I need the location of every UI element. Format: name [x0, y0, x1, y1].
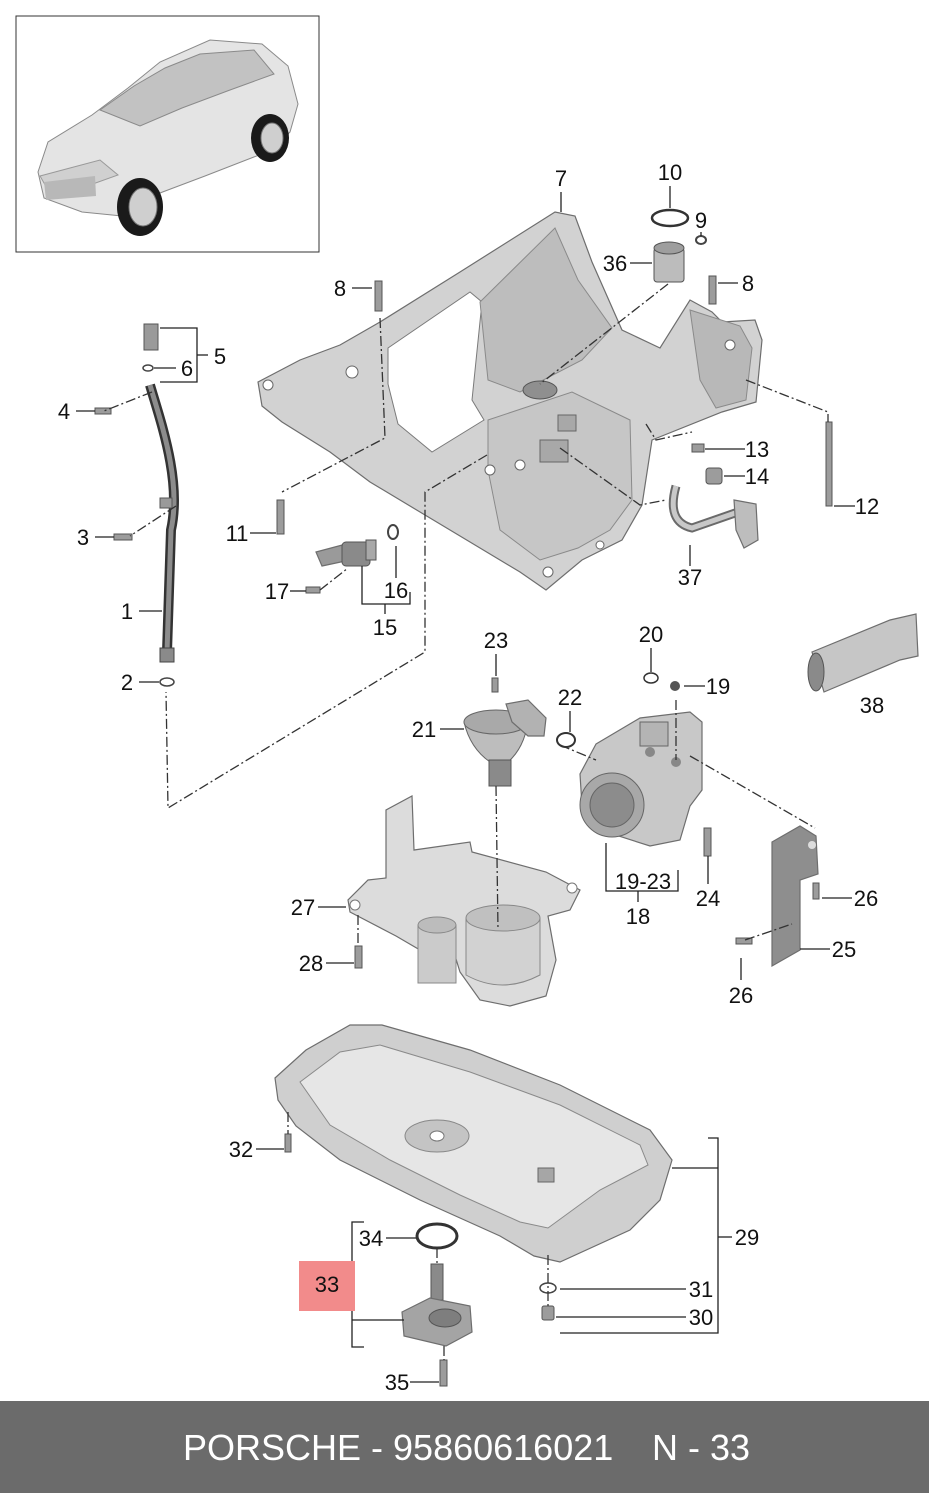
callout-22: 22 [558, 685, 582, 710]
part-seal-9 [695, 235, 707, 245]
callout-37: 37 [678, 565, 702, 590]
callout-27: 27 [291, 895, 315, 920]
callout-3: 3 [77, 525, 89, 550]
callout-7: 7 [555, 166, 567, 191]
callout-6: 6 [181, 356, 193, 381]
part-oring-22 [556, 732, 576, 748]
part-oil-strainer-21 [463, 677, 547, 787]
callout-20: 20 [639, 622, 663, 647]
part-number-banner: PORSCHE - 95860616021 N - 33 [0, 1401, 929, 1493]
part-bolt-12 [825, 421, 833, 507]
assembly-lines [103, 283, 829, 1360]
callout-4: 4 [58, 399, 70, 424]
callout-28: 28 [299, 951, 323, 976]
callout-12: 12 [855, 494, 879, 519]
callout-21: 21 [412, 717, 436, 742]
callout-18: 18 [626, 904, 650, 929]
manufacturer-part-number: PORSCHE - 95860616021 [183, 1427, 614, 1468]
callout-15: 15 [373, 615, 397, 640]
part-dipstick-tube [142, 323, 179, 663]
callout-labels: 7 10 9 36 8 8 5 6 4 13 14 12 3 11 37 17 … [58, 160, 884, 1395]
part-bracket-25 [735, 825, 820, 968]
part-sealant-tube-38 [807, 613, 919, 693]
callout-8-left: 8 [334, 276, 346, 301]
callout-38: 38 [860, 693, 884, 718]
part-lower-oil-pan-29 [274, 1024, 673, 1263]
part-oring-10 [650, 208, 690, 228]
callout-13: 13 [745, 437, 769, 462]
part-bolt-3 [113, 533, 133, 541]
vehicle-inset [15, 15, 320, 253]
part-14 [705, 467, 723, 485]
callout-36: 36 [603, 251, 627, 276]
diagram-page-reference: N - 33 [652, 1427, 751, 1468]
callout-5: 5 [214, 344, 226, 369]
part-plug-36 [653, 241, 685, 283]
callout-11: 11 [226, 521, 249, 546]
part-bolt-8-left [374, 280, 383, 312]
part-sensor-17 [305, 539, 377, 594]
callout-33: 33 [315, 1272, 339, 1297]
callout-24: 24 [696, 886, 720, 911]
part-oring-20 [643, 672, 659, 684]
part-oring-34 [415, 1222, 459, 1250]
callout-35: 35 [385, 1370, 409, 1395]
part-bolt-4 [94, 407, 112, 415]
callout-9: 9 [695, 208, 707, 233]
callout-29: 29 [735, 1225, 759, 1250]
part-bolt-11 [276, 499, 285, 535]
callout-highlight [299, 1261, 355, 1311]
callout-23: 23 [484, 628, 508, 653]
callout-19-23: 19-23 [615, 869, 671, 894]
part-baffle-27 [347, 795, 581, 1007]
part-oil-pump-18 [579, 711, 712, 857]
callout-32: 32 [229, 1137, 253, 1162]
callout-1: 1 [121, 599, 133, 624]
callout-14: 14 [745, 464, 769, 489]
callout-19: 19 [706, 674, 730, 699]
part-plug-30 [541, 1305, 555, 1321]
callout-2: 2 [121, 670, 133, 695]
part-hose-37 [668, 484, 759, 549]
callout-34: 34 [359, 1226, 383, 1251]
part-bolt-8-right [708, 275, 717, 305]
callout-8-right: 8 [742, 271, 754, 296]
part-upper-oil-pan [257, 211, 763, 591]
callout-25: 25 [832, 937, 856, 962]
part-oil-level-sensor-33 [401, 1263, 473, 1387]
parts-diagram: 7 10 9 36 8 8 5 6 4 13 14 12 3 11 37 17 … [15, 15, 919, 1395]
callout-31: 31 [689, 1277, 713, 1302]
callout-16: 16 [384, 578, 408, 603]
part-oring-16 [387, 524, 399, 540]
callout-30: 30 [689, 1305, 713, 1330]
callout-26-lower: 26 [729, 983, 753, 1008]
callout-26-upper: 26 [854, 886, 878, 911]
part-13 [691, 443, 705, 453]
leader-lines [76, 186, 855, 1383]
part-plug-19 [670, 681, 680, 691]
part-oring-2 [159, 677, 175, 687]
callout-17: 17 [265, 579, 289, 604]
callout-10: 10 [658, 160, 682, 185]
